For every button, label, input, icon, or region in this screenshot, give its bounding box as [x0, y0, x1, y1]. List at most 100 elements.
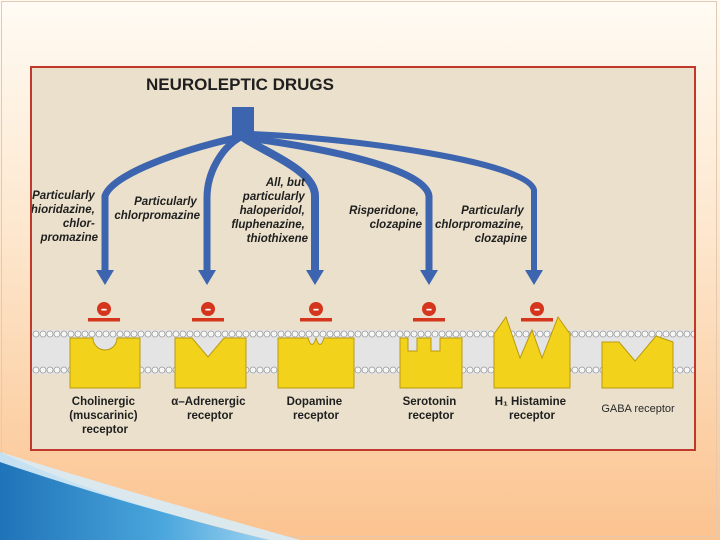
membrane-head: [305, 330, 313, 338]
membrane-head: [683, 330, 691, 338]
membrane-head: [221, 330, 229, 338]
membrane-head: [354, 330, 362, 338]
membrane-head: [396, 330, 404, 338]
membrane-head: [151, 330, 159, 338]
membrane-head: [480, 330, 488, 338]
membrane-head: [165, 330, 173, 338]
membrane-head: [39, 330, 47, 338]
receptor-label-gaba: GABA receptor: [601, 403, 675, 415]
inhibition-marker-dopamine: –: [300, 302, 332, 322]
membrane-head: [242, 330, 250, 338]
membrane-head: [676, 366, 684, 374]
membrane-head: [592, 330, 600, 338]
drug-group-3: All, but particularly haloperidol, fluph…: [231, 177, 308, 245]
membrane-head: [543, 330, 551, 338]
membrane-head: [81, 330, 89, 338]
adrenergic-receptor-shape: [174, 337, 247, 389]
membrane-head: [319, 330, 327, 338]
membrane-head: [60, 366, 68, 374]
membrane-head: [480, 366, 488, 374]
membrane-head: [382, 366, 390, 374]
membrane-head: [263, 330, 271, 338]
arrow-to-adrenergic: [203, 134, 243, 276]
membrane-head: [340, 330, 348, 338]
membrane-head: [578, 330, 586, 338]
svg-text:–: –: [313, 303, 320, 318]
membrane-head: [116, 330, 124, 338]
receptor-shapes: [69, 315, 674, 389]
membrane-head: [627, 330, 635, 338]
arrow-to-dopamine: [240, 134, 319, 276]
membrane-head: [270, 330, 278, 338]
membrane-head: [592, 366, 600, 374]
membrane-head: [389, 330, 397, 338]
membrane-head: [606, 330, 614, 338]
membrane-head: [368, 330, 376, 338]
membrane-head: [137, 330, 145, 338]
gaba-receptor-shape: [601, 335, 674, 389]
membrane-head: [382, 330, 390, 338]
drug-source-stem: [232, 107, 254, 139]
membrane-head: [375, 330, 383, 338]
membrane-head: [676, 330, 684, 338]
svg-text:–: –: [426, 303, 433, 318]
membrane-head: [32, 366, 40, 374]
membrane-head: [690, 366, 694, 374]
membrane-head: [179, 330, 187, 338]
membrane-head: [88, 330, 96, 338]
membrane-head: [361, 330, 369, 338]
membrane-head: [690, 330, 694, 338]
membrane-head: [200, 330, 208, 338]
membrane-head: [53, 330, 61, 338]
membrane-head: [144, 330, 152, 338]
membrane-head: [648, 330, 656, 338]
membrane-head: [284, 330, 292, 338]
receptor-label-adrenergic: α–Adrenergic receptor: [171, 396, 248, 422]
membrane-head: [634, 330, 642, 338]
drug-group-4: Risperidone, clozapine: [349, 205, 422, 231]
neuroleptic-figure: – – – – –: [30, 66, 696, 451]
membrane-head: [403, 330, 411, 338]
svg-text:–: –: [534, 303, 541, 318]
membrane-head: [46, 330, 54, 338]
arrowhead-adrenergic: [198, 270, 216, 285]
arrowhead-histamine: [525, 270, 543, 285]
receptor-label-histamine: H₁ Histamine receptor: [495, 396, 569, 422]
membrane-head: [53, 366, 61, 374]
membrane-head: [375, 366, 383, 374]
arrowhead-dopamine: [306, 270, 324, 285]
membrane-head: [669, 330, 677, 338]
membrane-head: [473, 330, 481, 338]
membrane-head: [452, 330, 460, 338]
membrane-head: [74, 330, 82, 338]
membrane-head: [165, 366, 173, 374]
membrane-head: [39, 366, 47, 374]
membrane-head: [662, 330, 670, 338]
receptor-labels: Cholinergic (muscarinic) receptor α–Adre…: [69, 396, 675, 436]
swoosh-dark: [0, 452, 270, 540]
membrane-head: [389, 366, 397, 374]
membrane-head: [620, 330, 628, 338]
membrane-head: [585, 366, 593, 374]
membrane-head: [445, 330, 453, 338]
membrane-head: [431, 330, 439, 338]
inhibition-marker-cholinergic: –: [88, 302, 120, 322]
membrane-head: [144, 366, 152, 374]
membrane-head: [599, 330, 607, 338]
drug-group-1: Particularly thioridazine, chlor- promaz…: [32, 190, 99, 244]
membrane-head: [417, 330, 425, 338]
membrane-head: [158, 366, 166, 374]
drug-group-labels: Particularly thioridazine, chlor- promaz…: [32, 177, 528, 245]
arrow-to-histamine: [249, 131, 537, 275]
receptor-label-dopamine: Dopamine receptor: [287, 396, 346, 422]
receptor-label-cholinergic: Cholinergic (muscarinic) receptor: [69, 396, 141, 436]
membrane-head: [32, 330, 40, 338]
drug-arrows: [96, 107, 543, 285]
membrane-head: [361, 366, 369, 374]
diagram-title: NEUROLEPTIC DRUGS: [146, 75, 334, 94]
membrane-head: [263, 366, 271, 374]
arrowhead-cholinergic: [96, 270, 114, 285]
membrane-head: [172, 330, 180, 338]
membrane-head: [158, 330, 166, 338]
